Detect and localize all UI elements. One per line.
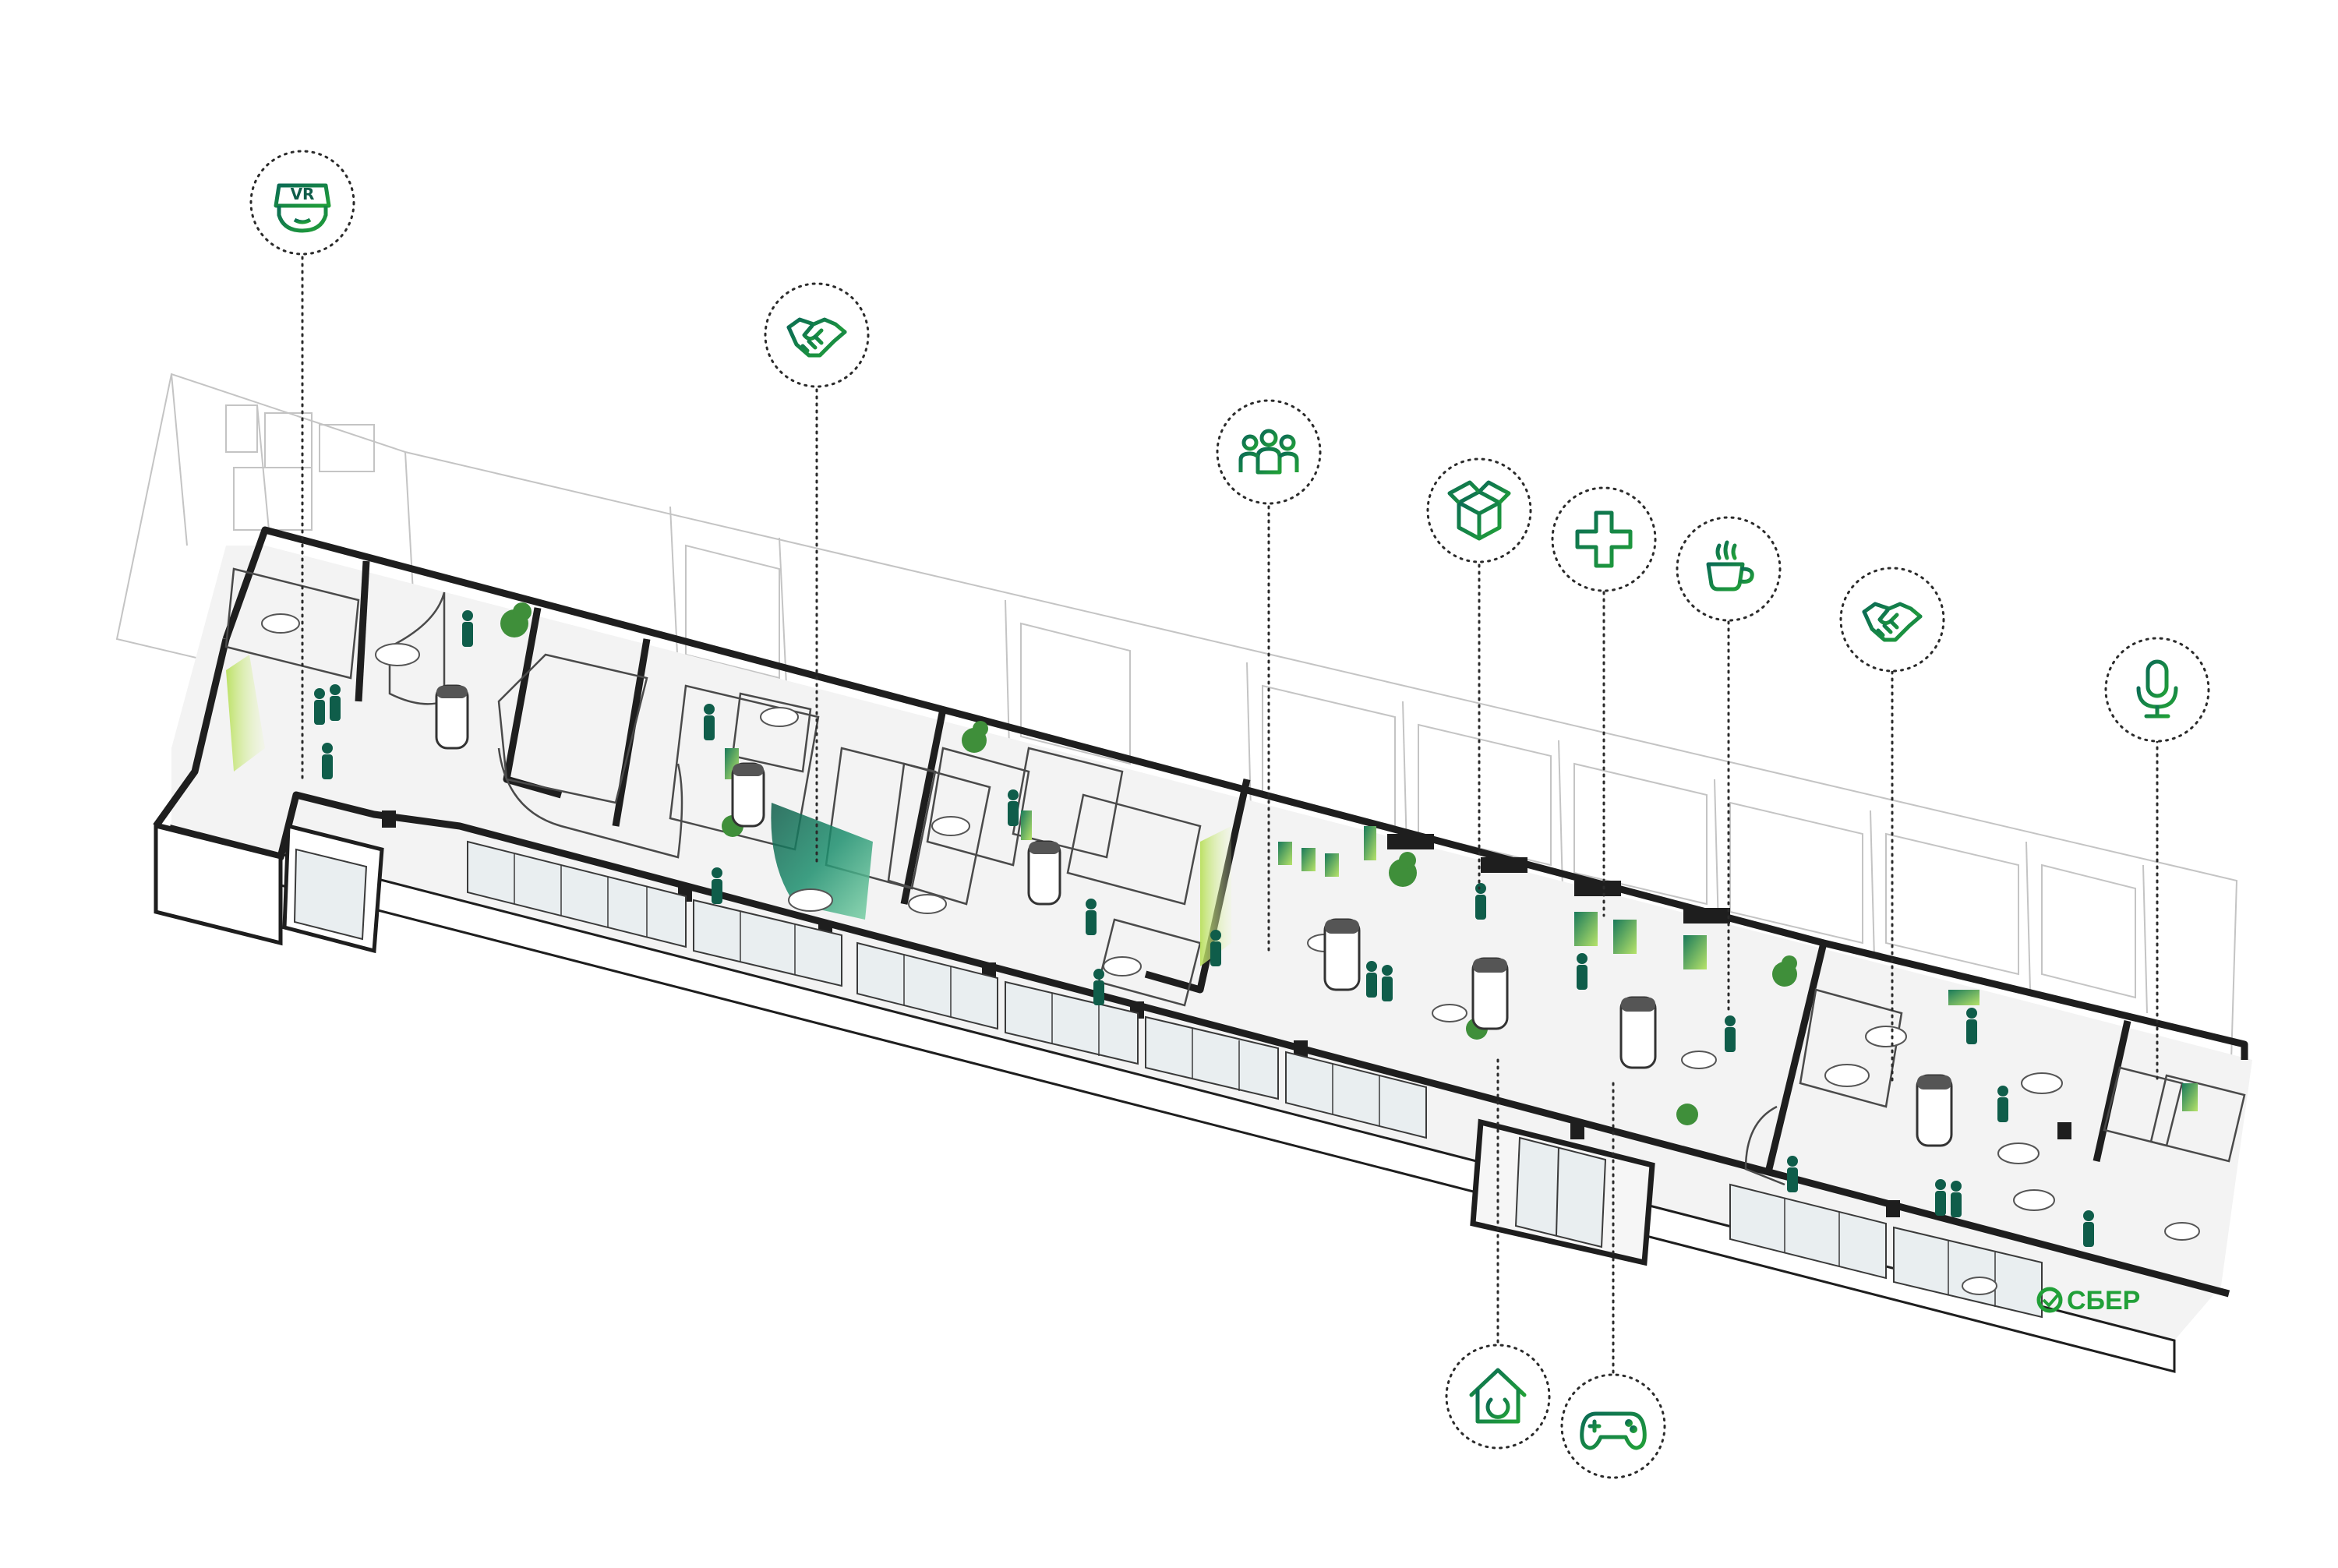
green-accents	[226, 655, 2198, 1111]
handshake-icon	[786, 317, 847, 358]
smart-home-icon	[1469, 1368, 1527, 1424]
handshake-icon	[1862, 602, 1923, 642]
team-icon	[1238, 429, 1299, 475]
entrance-vestibule	[1470, 1118, 1655, 1266]
svg-text:VR: VR	[291, 185, 315, 203]
microphone-icon	[2136, 659, 2178, 719]
front-glazing-mullions	[514, 853, 1996, 1307]
game-zone-callout[interactable]	[1560, 1373, 1666, 1479]
coworking-area-callout[interactable]	[1216, 399, 1322, 505]
vr-zone-callout[interactable]: VR	[249, 150, 355, 256]
vr-headset-icon: VR	[274, 183, 331, 233]
gamepad-icon	[1580, 1411, 1647, 1450]
first-aid-room-callout[interactable]	[1551, 486, 1657, 592]
interior-partitions	[224, 567, 2246, 1186]
kiosk-pods	[435, 684, 1953, 1147]
front-glazing	[467, 840, 2043, 1319]
coffee-cup-icon	[1700, 540, 1754, 596]
brand-name: СБЕР	[2067, 1286, 2140, 1315]
west-entrance	[154, 823, 384, 954]
package-box-icon	[1447, 480, 1511, 541]
people	[314, 610, 2094, 1247]
meeting-rooms-east-callout[interactable]	[1839, 567, 1945, 673]
podcast-studio-callout[interactable]	[2104, 637, 2210, 743]
meeting-rooms-west-callout[interactable]	[764, 282, 870, 388]
smart-home-showroom-callout[interactable]	[1445, 1344, 1551, 1450]
brand-sign: СБЕР	[2036, 1286, 2140, 1315]
sber-logo-icon	[2036, 1287, 2063, 1313]
furniture	[261, 613, 2200, 1295]
medical-cross-icon	[1575, 510, 1633, 568]
kiosk-caps	[436, 686, 1951, 1089]
leader-lines	[301, 256, 2159, 1381]
coffee-point-callout[interactable]	[1676, 516, 1782, 622]
parcel-lockers-callout[interactable]	[1426, 457, 1532, 563]
